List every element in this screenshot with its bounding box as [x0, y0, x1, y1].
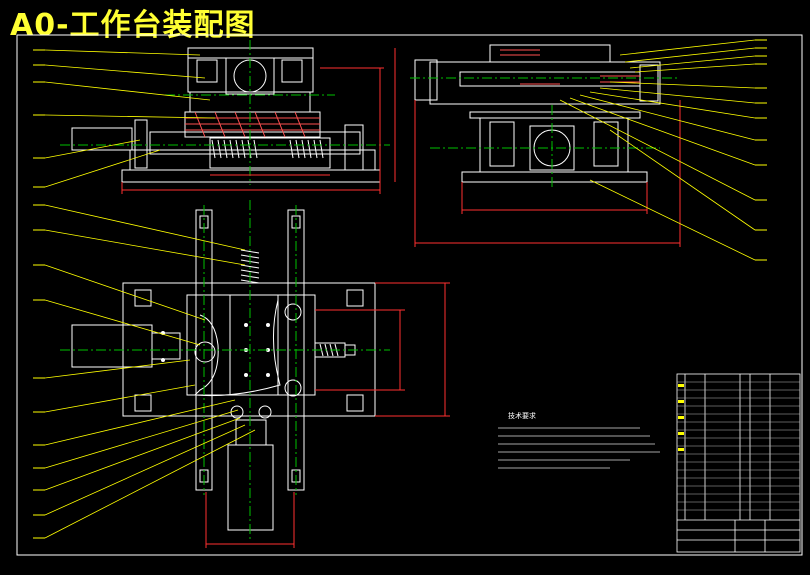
front-view-hatch	[185, 111, 320, 138]
side-view	[414, 44, 661, 183]
parts-list-marks	[678, 384, 684, 451]
plan-springs	[240, 249, 339, 357]
technical-requirements: 技术要求	[498, 411, 660, 469]
title-block	[676, 373, 801, 553]
plan-view-dimensions	[205, 282, 450, 548]
drawing-border	[16, 34, 803, 556]
plan-cam-plate	[193, 299, 281, 397]
plan-view-centerlines	[60, 200, 390, 540]
side-view-centerlines	[410, 77, 680, 190]
plan-cam-pin	[194, 341, 216, 363]
leader-lines	[44, 39, 756, 539]
plan-bearings	[230, 303, 302, 419]
side-view-hatch	[500, 49, 640, 85]
parts-list-rows	[677, 381, 800, 511]
side-view-dimensions	[414, 100, 681, 247]
plan-bolts	[161, 323, 270, 377]
leader-label-stubs	[33, 39, 767, 539]
front-lead-screw	[211, 139, 324, 159]
tech-requirements-title: 技术要求	[508, 411, 536, 420]
drawing-title: A0-工作台装配图	[10, 8, 256, 43]
front-view-dimensions	[121, 48, 396, 194]
